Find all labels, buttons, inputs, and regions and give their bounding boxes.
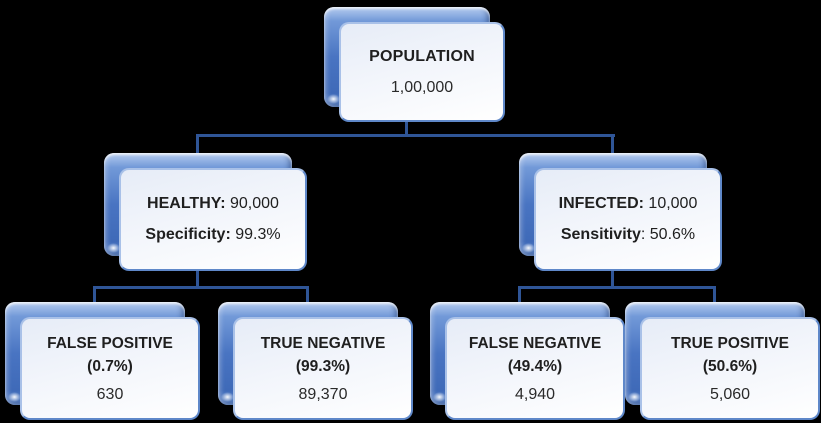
card-face: FALSE NEGATIVE (49.4%) 4,940 (445, 317, 625, 420)
false-positive-title: FALSE POSITIVE (0.7%) (47, 335, 173, 375)
false-positive-value: 630 (96, 385, 124, 403)
node-population: POPULATION 1,00,000 (324, 7, 505, 129)
node-infected: INFECTED: 10,000 Sensitivity: 50.6% (519, 153, 722, 271)
infected-count-line: INFECTED: 10,000 (558, 195, 698, 212)
node-true-positive: TRUE POSITIVE (50.6%) 5,060 (625, 302, 820, 420)
node-true-negative: TRUE NEGATIVE (99.3%) 89,370 (218, 302, 413, 420)
connector-rail-right (518, 286, 716, 289)
connector-true-positive-drop (713, 286, 716, 305)
node-healthy: HEALTHY: 90,000 Specificity: 99.3% (104, 153, 307, 271)
card-face: INFECTED: 10,000 Sensitivity: 50.6% (534, 168, 722, 271)
card-face: HEALTHY: 90,000 Specificity: 99.3% (119, 168, 307, 271)
connector-true-negative-drop (306, 286, 309, 305)
true-positive-title: TRUE POSITIVE (50.6%) (671, 335, 789, 375)
false-negative-value: 4,940 (514, 385, 556, 403)
population-value: 1,00,000 (390, 78, 454, 96)
card-face: TRUE POSITIVE (50.6%) 5,060 (640, 317, 820, 420)
healthy-count-line: HEALTHY: 90,000 (147, 195, 279, 212)
connector-infected-down (611, 268, 614, 289)
connector-healthy-drop (196, 134, 199, 155)
sensitivity-line: Sensitivity: 50.6% (560, 226, 696, 243)
connector-rail-top (196, 134, 615, 137)
true-positive-value: 5,060 (709, 385, 751, 403)
card-face: FALSE POSITIVE (0.7%) 630 (20, 317, 200, 420)
true-negative-value: 89,370 (298, 385, 348, 403)
connector-root-drop (405, 119, 408, 137)
true-negative-title: TRUE NEGATIVE (99.3%) (260, 335, 386, 375)
connector-infected-drop (611, 134, 614, 155)
connector-rail-left (93, 286, 309, 289)
specificity-line: Specificity: 99.3% (145, 226, 281, 243)
connector-false-negative-drop (518, 286, 521, 305)
connector-false-positive-drop (93, 286, 96, 305)
card-face: TRUE NEGATIVE (99.3%) 89,370 (233, 317, 413, 420)
population-title: POPULATION (369, 47, 475, 65)
card-face: POPULATION 1,00,000 (339, 22, 505, 122)
node-false-negative: FALSE NEGATIVE (49.4%) 4,940 (430, 302, 625, 420)
false-negative-title: FALSE NEGATIVE (49.4%) (468, 335, 602, 375)
connector-healthy-down (196, 268, 199, 289)
node-false-positive: FALSE POSITIVE (0.7%) 630 (5, 302, 200, 420)
